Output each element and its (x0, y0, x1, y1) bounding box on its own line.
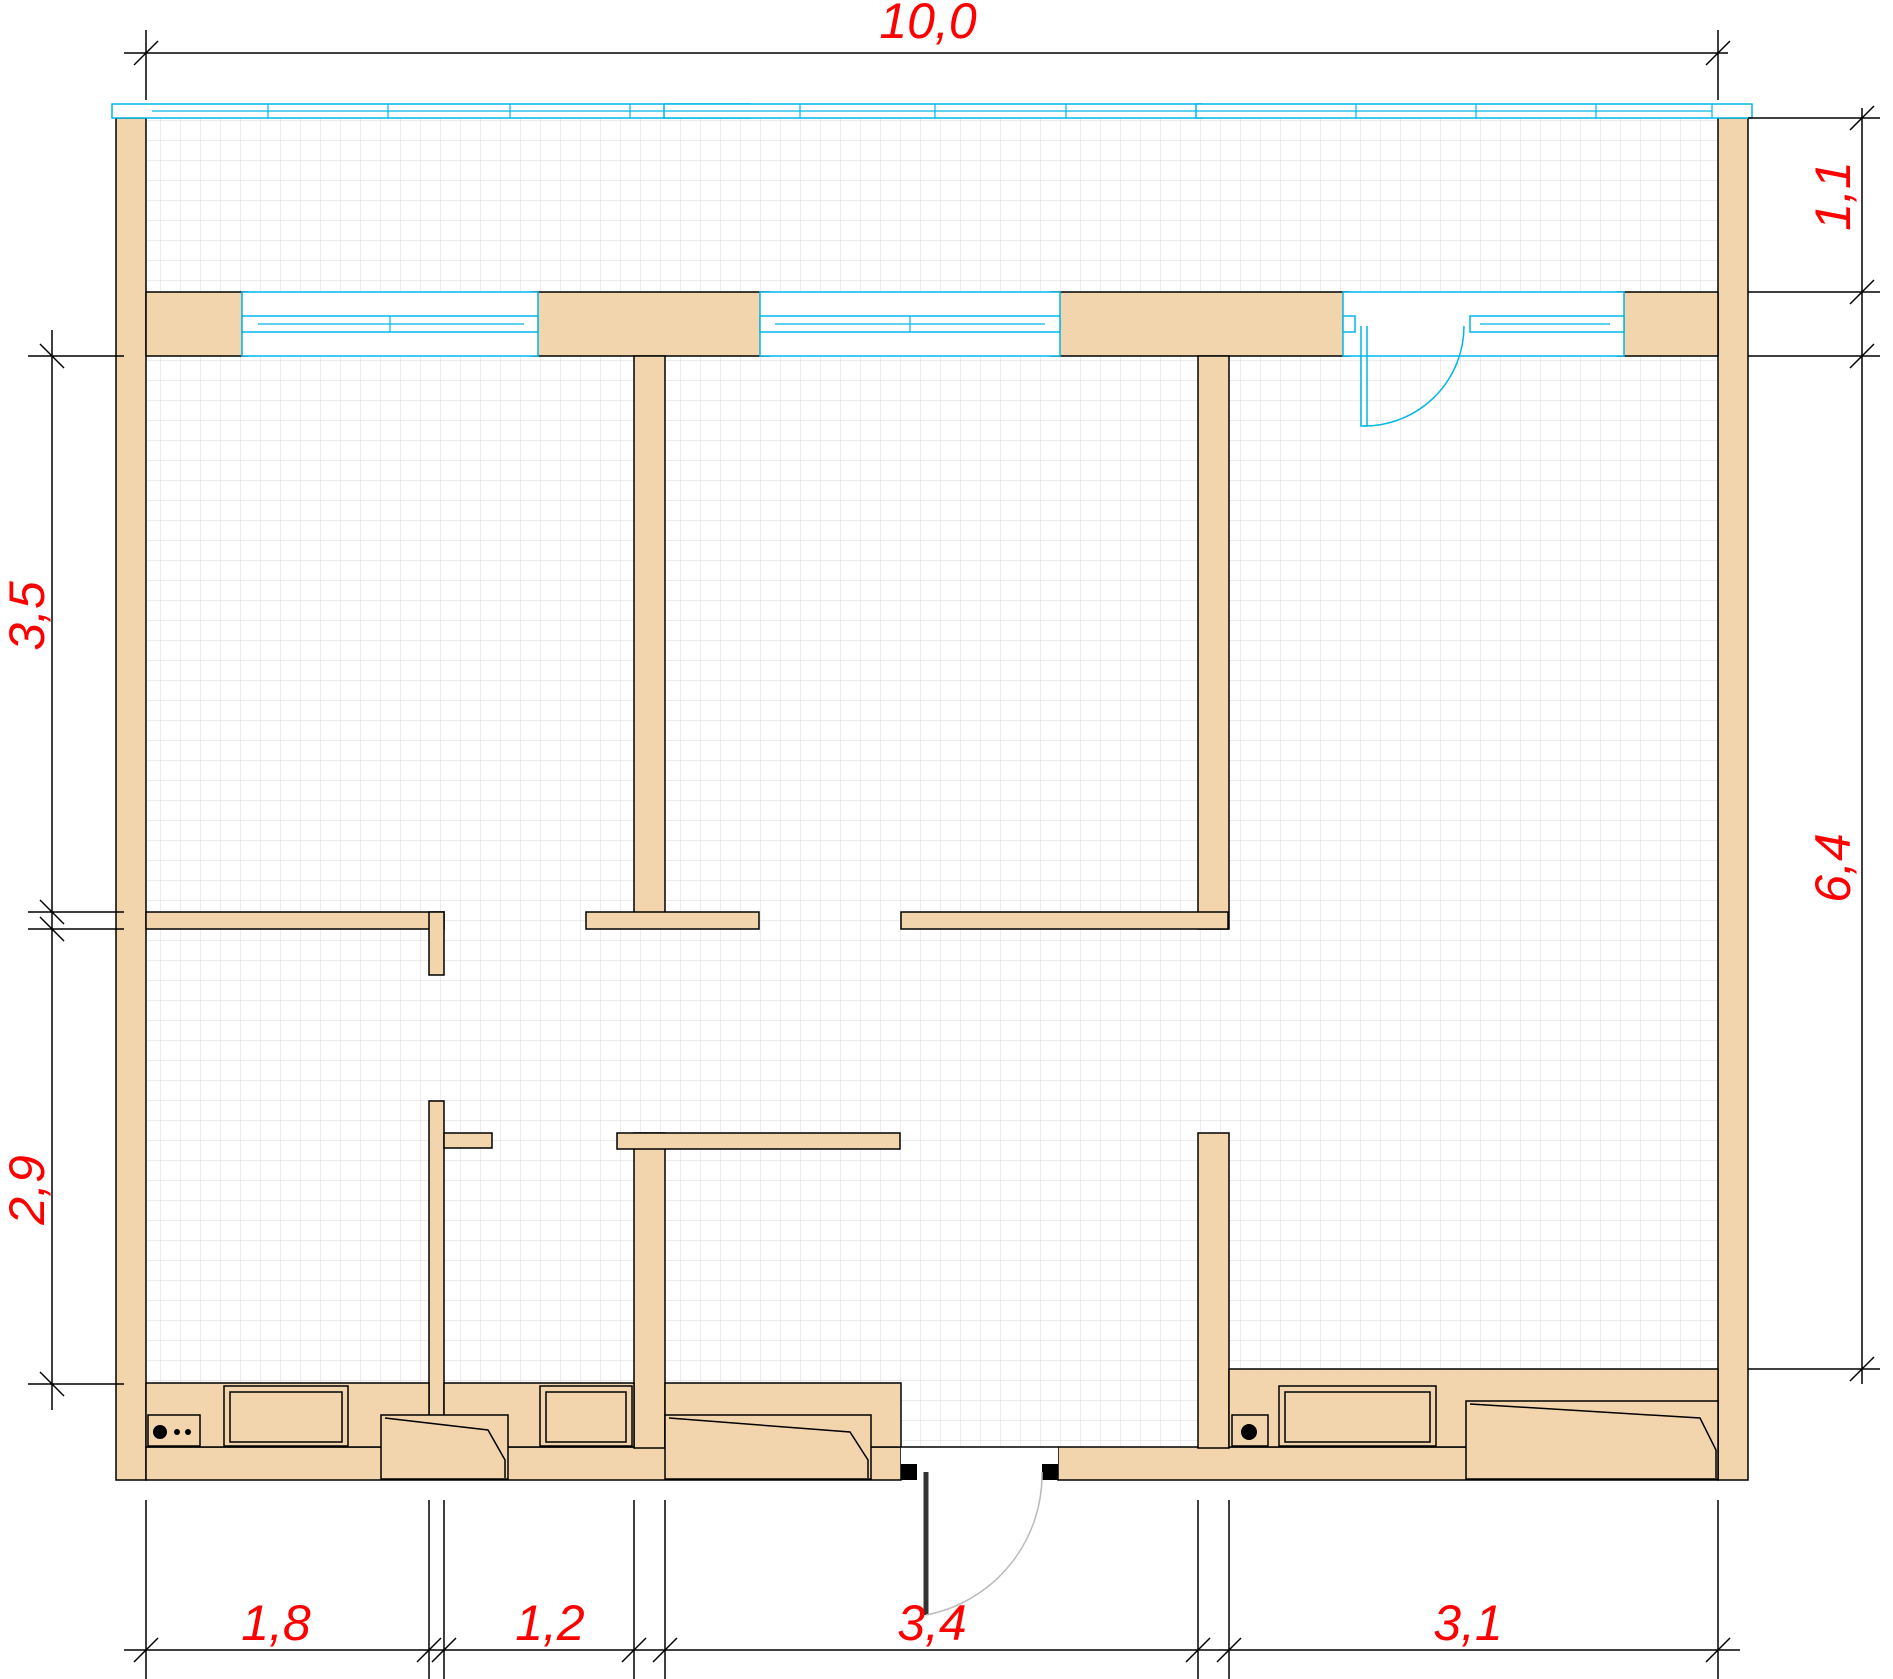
partition-kitchen (1197, 1132, 1230, 1449)
partition-middle-room-cap (900, 911, 1229, 930)
dimension-label-right-side-depth: 6,4 (1805, 833, 1861, 903)
balcony-wall-seg-2 (531, 291, 770, 357)
balcony-wall-seg-1 (145, 291, 249, 357)
balcony-wall-seg-3 (1050, 291, 1350, 357)
dimension-label-bottom-4: 3,1 (1433, 1595, 1503, 1651)
dimension-label-overall-width: 10,0 (879, 0, 977, 49)
partition-left-room-cap (585, 911, 760, 930)
balcony-door-jamb (1342, 315, 1356, 333)
interior-floor (147, 356, 1718, 1446)
dimension-right-side: 1,1 6,4 (1748, 105, 1880, 1384)
partition-bath-right (633, 1132, 666, 1449)
entrance-jamb-left (901, 1464, 917, 1480)
partition-middle-room (1197, 355, 1230, 930)
dimension-label-bottom-1: 1,8 (241, 1595, 311, 1651)
dimension-bottom: 1,8 1,2 3,4 3,1 (124, 1500, 1740, 1679)
dimension-left-side: 3,5 2,9 (0, 330, 124, 1410)
partition-bath-left (428, 1100, 445, 1449)
dimension-label-bottom-3: 3,4 (897, 1595, 967, 1651)
entrance-door-swing-arc (925, 1471, 1043, 1616)
balcony-floor (147, 118, 1718, 293)
partition-bath-left-cap (443, 1132, 493, 1149)
balcony-glazing (111, 103, 1753, 119)
left-outer-wall (115, 117, 147, 1481)
partition-upper-left (145, 911, 445, 930)
dimension-label-bottom-2: 1,2 (515, 1595, 585, 1651)
bath-fixtures (539, 1385, 872, 1480)
balcony-door-swing-arc (1363, 325, 1465, 427)
balcony-wall-seg-4 (1616, 291, 1719, 357)
entrance-jamb-right (1042, 1464, 1058, 1480)
dimension-label-balcony-depth: 1,1 (1805, 161, 1861, 231)
dimension-label-left-upper-depth: 3,5 (0, 581, 55, 651)
right-outer-wall (1717, 117, 1749, 1481)
partition-bath-right-cap (616, 1132, 901, 1150)
stove-burner-icon (153, 1425, 167, 1439)
wc-fixtures (147, 1385, 509, 1480)
dimension-overall-width: 10,0 (124, 0, 1731, 100)
stove-knob-icon (185, 1429, 191, 1435)
partition-left-room (633, 355, 666, 927)
dimension-label-left-lower-depth: 2,9 (0, 1155, 55, 1226)
partition-upper-left-stub (428, 911, 445, 976)
stove-burner-icon (1241, 1424, 1257, 1440)
kitchen-fixtures (1231, 1385, 1719, 1480)
stove-knob-icon (174, 1429, 180, 1435)
